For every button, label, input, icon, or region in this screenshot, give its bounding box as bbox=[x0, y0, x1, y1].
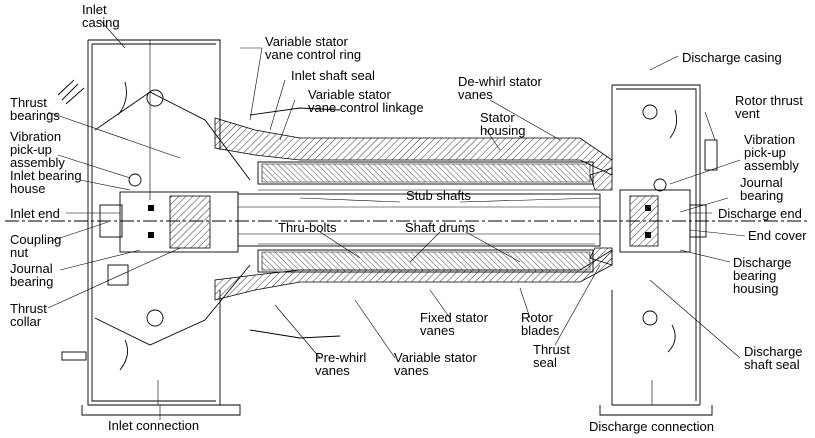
label-thrust-seal: Thrust seal bbox=[533, 342, 570, 370]
label-vibration-left: Vibration pick-up assembly bbox=[10, 129, 65, 170]
label-inlet-bearing-house: Inlet bearing house bbox=[10, 168, 82, 196]
label-coupling-nut: Coupling nut bbox=[10, 232, 62, 260]
flow-arrows bbox=[117, 40, 678, 405]
leader-lines bbox=[47, 19, 746, 420]
label-inlet-connection: Inlet connection bbox=[108, 418, 200, 433]
label-rotor-blades: Rotor blades bbox=[521, 310, 560, 338]
label-rotor-thrust-vent: Rotor thrust vent bbox=[735, 93, 803, 121]
inlet-casing-shape bbox=[57, 39, 251, 416]
label-variable-stator-linkage: Variable stator vane control linkage bbox=[308, 87, 424, 115]
label-inlet-casing: Inlet casing bbox=[82, 2, 120, 30]
label-journal-bearing-right: Journal bearing bbox=[740, 175, 784, 203]
label-discharge-shaft-seal: Discharge shaft seal bbox=[744, 344, 803, 372]
label-journal-bearing-left: Journal bearing bbox=[10, 261, 54, 289]
rotor-blades-shape bbox=[257, 161, 595, 273]
discharge-casing-shape bbox=[599, 84, 718, 416]
label-stator-housing: Stator housing bbox=[480, 110, 526, 138]
label-thrust-collar: Thrust collar bbox=[10, 301, 47, 329]
label-vibration-right: Vibration pick-up assembly bbox=[744, 132, 799, 173]
label-inlet-end: Inlet end bbox=[10, 206, 60, 221]
label-variable-stator-ring: Variable stator vane control ring bbox=[265, 34, 362, 62]
inlet-bearing-shape bbox=[99, 173, 239, 286]
label-thru-bolts: Thru-bolts bbox=[278, 220, 337, 235]
label-end-cover: End cover bbox=[748, 228, 807, 243]
label-variable-stator-vanes: Variable stator vanes bbox=[394, 350, 477, 378]
label-inlet-shaft-seal: Inlet shaft seal bbox=[291, 68, 375, 83]
label-stub-shafts: Stub shafts bbox=[406, 188, 472, 203]
label-fixed-stator-vanes: Fixed stator vanes bbox=[420, 310, 488, 338]
label-dewhirl-stator-vanes: De-whirl stator vanes bbox=[458, 74, 542, 102]
label-discharge-bearing-housing: Discharge bearing housing bbox=[733, 255, 792, 296]
label-discharge-end: Discharge end bbox=[718, 206, 802, 221]
label-discharge-casing: Discharge casing bbox=[682, 50, 782, 65]
discharge-bearing-shape bbox=[589, 167, 707, 266]
label-shaft-drums: Shaft drums bbox=[405, 220, 476, 235]
label-prewhirl-vanes: Pre-whirl vanes bbox=[315, 350, 367, 378]
label-thrust-bearings: Thrust bearings bbox=[10, 95, 60, 123]
label-discharge-connection: Discharge connection bbox=[589, 419, 715, 434]
